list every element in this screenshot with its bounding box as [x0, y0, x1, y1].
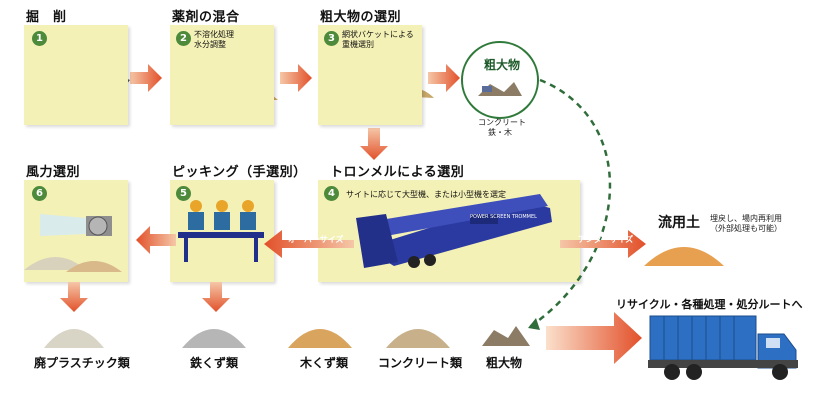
blower-icon	[24, 214, 122, 272]
output-label-concrete: コンクリート類	[378, 356, 463, 370]
oversize-label: オーバーサイズ	[288, 235, 344, 244]
coarse-circle	[461, 41, 539, 119]
recycle-route-label: リサイクル・各種処理・処分ルートへ	[616, 298, 803, 311]
step-badge-3: 3	[324, 31, 339, 46]
step-badge-6: 6	[32, 186, 47, 201]
step-title-3: 粗大物の選別	[320, 10, 402, 25]
workers-icon	[178, 200, 264, 262]
arrow-3-to-4	[360, 128, 388, 160]
arrow-2-to-3	[280, 64, 312, 92]
output-label-coarse: 粗大物	[486, 356, 523, 370]
dump-truck-icon	[648, 315, 798, 380]
arrow-5-to-iron	[202, 282, 230, 312]
return-flow-line	[527, 78, 612, 330]
step-badge-4: 4	[324, 186, 339, 201]
trommel-machine-icon	[356, 194, 552, 268]
output-label-wood: 木くず類	[300, 356, 349, 370]
arrow-3-to-coarse	[428, 64, 460, 92]
step-badge-1: 1	[32, 31, 47, 46]
output-label-iron: 鉄くず類	[190, 356, 239, 370]
step-title-6: 風力選別	[26, 165, 81, 180]
step-badge-5: 5	[176, 186, 191, 201]
fluid-soil-note: 埋戻し、場内再利用 （外部処理も可能）	[710, 214, 782, 233]
step-title-4: トロンメルによる選別	[330, 165, 465, 180]
arrow-6-to-plastic	[60, 282, 88, 312]
step-4-note: サイトに応じて大型機、または小型機を選定	[346, 190, 506, 199]
trommel-machine-label: POWER SCREEN TROMMEL	[470, 214, 537, 220]
undersize-label: アンダーサイズ	[578, 235, 634, 244]
arrow-1-to-2	[130, 64, 162, 92]
step-title-2: 薬剤の混合	[172, 10, 240, 25]
fluid-soil-label: 流用土	[658, 215, 700, 231]
step-title-5: ピッキング（手選別）	[172, 165, 307, 180]
arrow-to-truck	[546, 312, 642, 364]
output-label-plastic: 廃プラスチック類	[34, 356, 130, 370]
step-title-1: 掘 削	[26, 10, 67, 25]
step-badge-2: 2	[176, 31, 191, 46]
output-piles	[44, 326, 530, 348]
step-3-note: 網状バケットによる 重機選別	[342, 30, 414, 49]
step-2-note: 不溶化処理 水分調整	[194, 30, 234, 49]
arrow-oversize	[264, 230, 354, 258]
fluid-soil-pile	[644, 247, 724, 266]
coarse-label: 粗大物	[484, 58, 521, 72]
coarse-note: コンクリート 鉄・木	[478, 118, 526, 137]
arrow-5-to-6	[136, 226, 176, 254]
arrow-undersize	[560, 230, 646, 258]
